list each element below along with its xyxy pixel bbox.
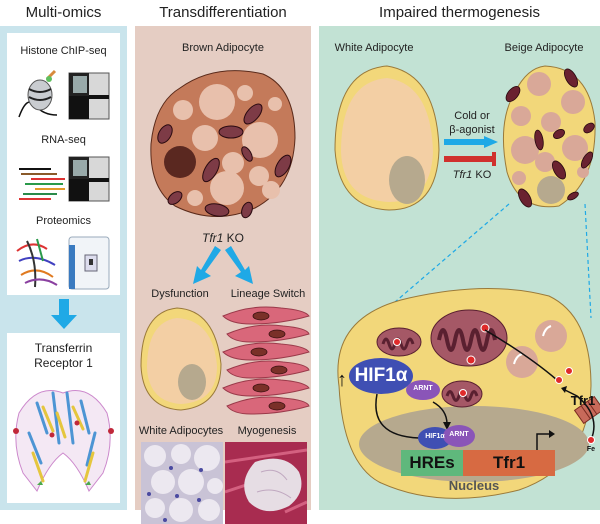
brown-adipocyte-cell: [150, 70, 296, 219]
complex-arnt-label: ARNT: [449, 431, 469, 438]
complex-arnt: [443, 425, 475, 447]
iron-ion: [565, 367, 573, 375]
rnaseq-illustration: [19, 156, 110, 202]
inhibition-bar-icon: [444, 156, 492, 162]
method-label-chipseq: Histone ChIP-seq: [20, 45, 107, 57]
stimulus-label-line2: β-agonist: [449, 124, 495, 136]
multiomics-panel: Histone ChIP-seq RNA-seq: [0, 26, 127, 510]
iron-ion-extracellular: [587, 436, 595, 444]
hif1a-label: HIF1α: [354, 365, 408, 386]
tfr1-gene-label: Tfr1: [492, 453, 526, 472]
thermogenesis-title: Impaired thermogenesis: [379, 4, 540, 21]
multiomics-title: Multi-omics: [25, 4, 102, 21]
nucleus: [178, 364, 206, 400]
transdifferentiation-title: Transdifferentiation: [159, 4, 287, 21]
methods-box: Histone ChIP-seq RNA-seq: [7, 33, 120, 295]
tfr1-receptor-label: Tfr1: [570, 393, 596, 408]
down-arrow-icon: [51, 299, 77, 329]
tfr1-ko-label: Tfr1 KO: [135, 231, 311, 245]
reads-icon: [19, 168, 65, 200]
result-label-line1: Transferrin: [34, 341, 93, 355]
white-adipocyte-histology-image: [141, 442, 223, 524]
arnt-protein: [406, 380, 440, 400]
mitochondrion-small-left: [376, 327, 422, 357]
thermo-ko-suffix: KO: [472, 169, 492, 181]
result-label-line2: Receptor 1: [34, 356, 93, 370]
fe-label: Fe: [586, 446, 596, 453]
beige-adipocyte-label: Beige Adipocyte: [504, 42, 584, 54]
ko-suffix: KO: [223, 231, 244, 245]
mitochondria: [157, 103, 292, 219]
sequencer-icon: [68, 72, 110, 120]
thermo-tfr1-gene-name: Tfr1: [452, 169, 473, 181]
myocytes-stack: [222, 306, 310, 415]
protein-chains-icon: [16, 238, 58, 288]
arnt-label: ARNT: [413, 385, 433, 392]
hre-element: [401, 450, 463, 476]
thermo-ko-label: Tfr1 KO: [446, 169, 498, 181]
transdifferentiation-panel: Brown Adipocyte Tfr1 KO Dysfunction Line…: [135, 26, 311, 524]
upregulation-arrow: ↑: [337, 369, 347, 391]
white-adipocyte-label: White Adipocyte: [334, 42, 414, 54]
lipid-droplet: [506, 346, 538, 378]
lineage-switch-label: Lineage Switch: [230, 288, 306, 300]
white-adipocytes-histology-label: White Adipocytes: [138, 425, 224, 437]
zoomed-beige-adipocyte: ↑: [337, 288, 600, 499]
hif1a-protein: [349, 358, 413, 394]
nucleus: [537, 176, 565, 204]
chipseq-illustration: [18, 69, 110, 120]
hre-label: HREs: [409, 453, 455, 472]
complex-hif1a-label: HIF1α: [425, 433, 445, 440]
zoom-lines: [394, 203, 592, 319]
myogenesis-histology-image: [225, 442, 307, 524]
nucleus: [164, 146, 196, 178]
result-box: Transferrin Receptor 1: [7, 333, 120, 503]
complex-hif1a: [418, 427, 452, 449]
mitochondrion-large: [430, 309, 508, 367]
brown-adipocyte-label: Brown Adipocyte: [182, 42, 264, 54]
tfr1-gene-name: Tfr1: [201, 231, 224, 245]
induction-arrow-icon: [444, 136, 498, 166]
beige-adipocyte-cell: [502, 65, 596, 208]
split-arrows-icon: [193, 246, 253, 284]
white-adipocyte-cell: [334, 65, 440, 211]
proteomics-illustration: [16, 236, 110, 290]
method-label-rnaseq: RNA-seq: [41, 134, 86, 146]
white-adipocyte-cell: [140, 307, 222, 411]
dysfunction-label: Dysfunction: [151, 288, 209, 300]
lipid-droplets: [173, 84, 282, 206]
tfr1-gene: [463, 450, 555, 476]
thermogenesis-panel: White Adipocyte Beige Adipocyte Cold or …: [319, 26, 600, 510]
stimulus-label-line1: Cold or: [454, 110, 490, 122]
method-label-proteomics: Proteomics: [35, 215, 92, 227]
nucleus: [389, 156, 425, 204]
sequencer-icon: [68, 156, 110, 202]
nucleus-label: Nucleus: [448, 478, 500, 493]
nucleosome-icon: [18, 69, 58, 118]
tfr1-protein-structure: [13, 390, 114, 492]
myogenesis-histology-label: Myogenesis: [237, 425, 297, 437]
lipid-droplet: [535, 320, 567, 352]
mitochondria: [505, 68, 595, 208]
iron-ion: [555, 376, 563, 384]
mass-spectrometer-icon: [68, 236, 110, 290]
mitochondrion-small-center: [441, 380, 483, 408]
